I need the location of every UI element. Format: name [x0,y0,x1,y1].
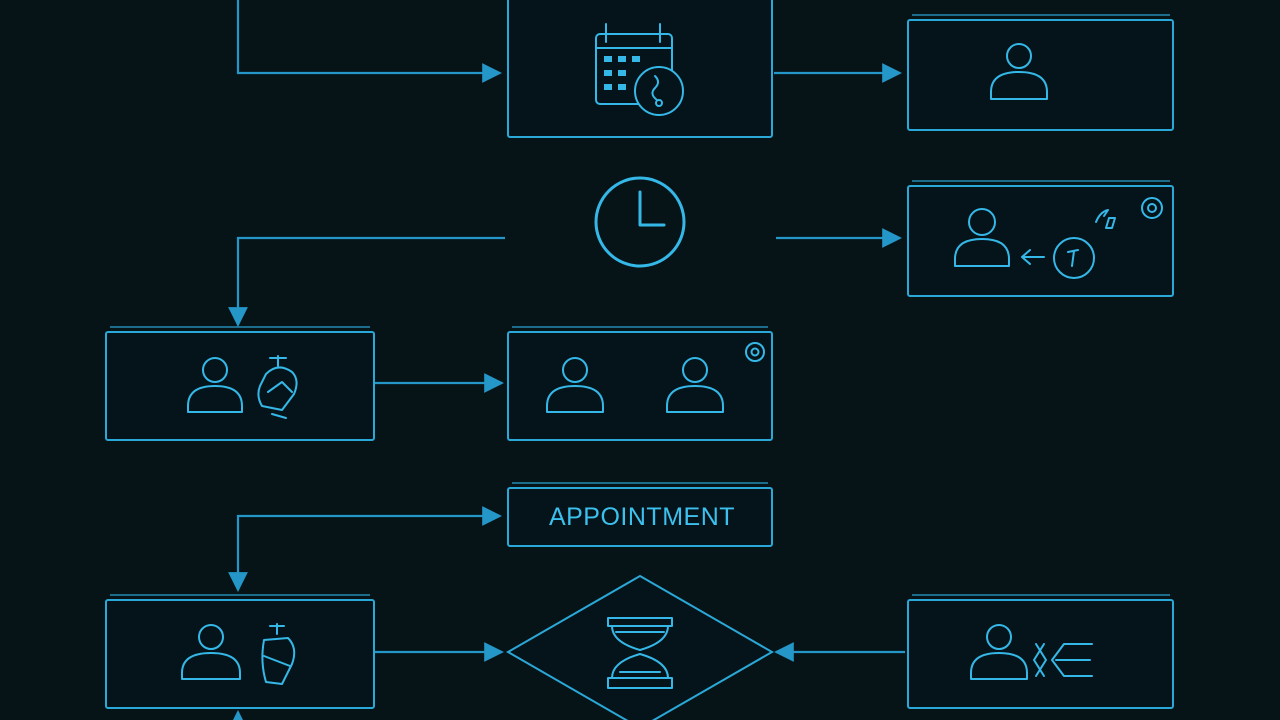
decision-diamond[interactable] [505,574,775,720]
doctor-icon [261,623,296,685]
refresh-icon [1095,209,1116,229]
person-icon [954,208,1010,267]
person-icon [990,43,1048,100]
two-patients-box[interactable] [507,326,773,441]
person-icon [546,357,604,413]
clock-icon [594,176,686,268]
patient-doctor-box[interactable] [105,326,375,441]
calendar-icon [595,23,673,105]
clock-node[interactable] [594,176,686,268]
edge-clock-to-left-box [228,236,505,327]
appointment-label: APPOINTMENT [549,503,735,531]
person-icon [181,624,241,680]
patient-reminder-box[interactable] [907,180,1174,297]
patient-exchange-box[interactable] [907,594,1174,709]
appointment-box[interactable]: APPOINTMENT [507,482,773,547]
person-icon [666,357,724,413]
patient-doctor-box-2[interactable] [105,594,375,709]
exchange-arrows-icon [1033,643,1093,677]
edge-appointment-loop [228,506,502,592]
calendar-box[interactable] [507,0,773,138]
arrow-left-icon [1021,249,1045,265]
settings-icon [1141,197,1163,219]
doctor-icon [257,355,298,419]
edge-top-left-to-calendar [236,0,502,83]
person-icon [970,624,1028,680]
hourglass-icon [607,617,673,689]
stethoscope-icon [634,66,684,116]
clock-icon [1053,237,1095,279]
patient-box[interactable] [907,14,1174,131]
settings-icon [745,342,765,362]
person-icon [187,357,243,413]
